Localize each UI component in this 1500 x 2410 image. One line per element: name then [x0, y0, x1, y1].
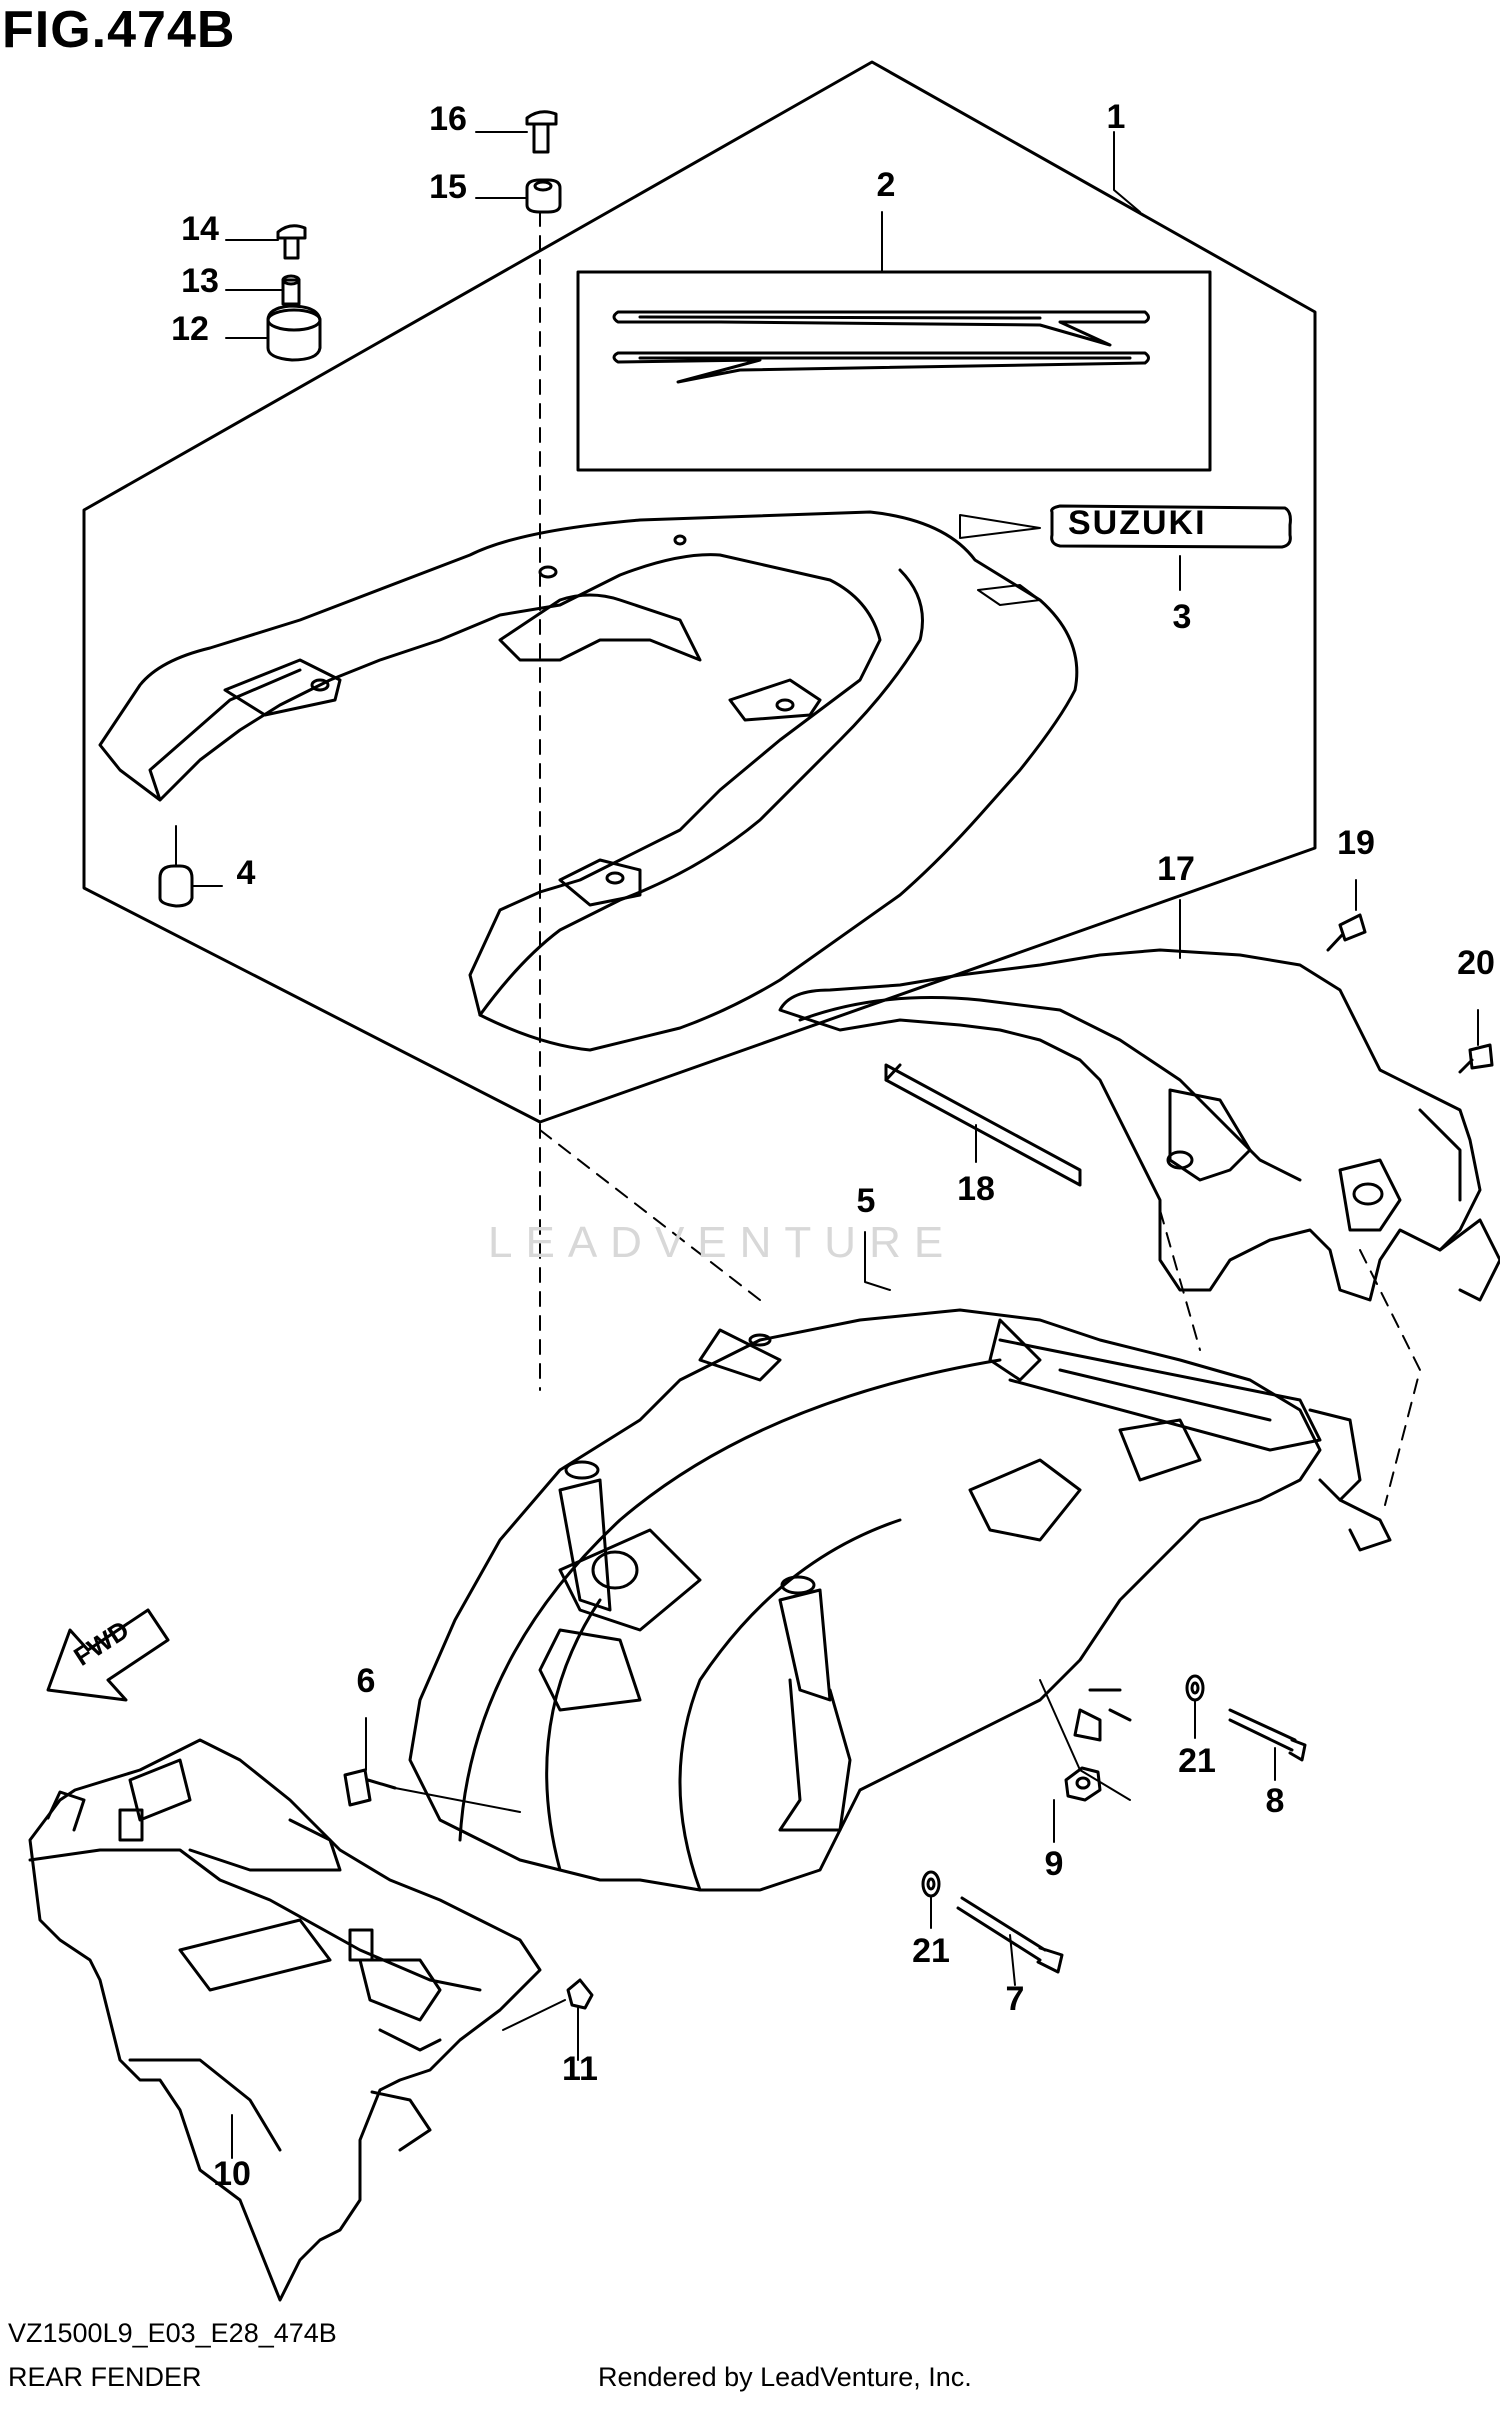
callout-5: 5 [857, 1182, 876, 1220]
part-14-screw [276, 224, 307, 260]
part-13-collar [281, 278, 301, 306]
callout-4: 4 [237, 854, 256, 892]
render-credit: Rendered by LeadVenture, Inc. [598, 2362, 972, 2392]
part-19-screw [1326, 913, 1367, 952]
part-20-screw [1458, 1043, 1494, 1074]
watermark: LEADVENTURE [488, 1218, 957, 1267]
part-4-cushion [158, 864, 194, 908]
suzuki-badge-shape [1050, 504, 1292, 549]
fwd-arrow [46, 1608, 170, 1702]
callout-16: 16 [429, 100, 467, 138]
callout-15: 15 [429, 168, 467, 206]
part-9-nut [1064, 1766, 1102, 1802]
part-15-grommet [525, 178, 562, 214]
callout-3: 3 [1173, 598, 1192, 636]
brand-badge-text: SUZUKI [1068, 504, 1207, 542]
callout-1: 1 [1107, 98, 1126, 136]
callout-7: 7 [1006, 1980, 1025, 2018]
callout-6: 6 [357, 1662, 376, 1700]
part-17-guard [778, 948, 1482, 1302]
callout-13: 13 [181, 262, 219, 300]
part-18-strip [884, 1063, 1082, 1187]
part-16-screw [525, 110, 558, 154]
decal-stripe-upper [612, 310, 1150, 347]
part-8-bolt [1228, 1708, 1307, 1762]
callout-9: 9 [1045, 1845, 1064, 1883]
callout-21: 21 [1178, 1742, 1216, 1780]
model-code: VZ1500L9_E03_E28_474B [8, 2318, 337, 2348]
callout-11: 11 [562, 2050, 598, 2088]
part-11-clip [566, 1978, 594, 2010]
callout-10: 10 [213, 2155, 251, 2193]
callout-18: 18 [957, 1170, 995, 1208]
part-6-bolt [343, 1768, 397, 1807]
callout-12: 12 [171, 310, 209, 348]
figure-title: FIG.474B [2, 1, 236, 59]
decal-stripe-lower [612, 351, 1150, 384]
callout-20: 20 [1457, 944, 1495, 982]
decal-box [576, 270, 1212, 472]
section-name: REAR FENDER [8, 2362, 202, 2392]
callout-19: 19 [1337, 824, 1375, 862]
kit-group-outline [82, 60, 1317, 1124]
part-12-rubber [266, 304, 322, 362]
callout-17: 17 [1157, 850, 1195, 888]
callout-2: 2 [877, 166, 896, 204]
part-10-bracket [28, 1738, 542, 2302]
callout-14: 14 [181, 210, 219, 248]
callout-8: 8 [1266, 1782, 1285, 1820]
callout-21: 21 [912, 1932, 950, 1970]
rear-fender [408, 1308, 1322, 1892]
seat-cowl [98, 510, 1079, 1052]
part-7-bolt [956, 1896, 1064, 1974]
